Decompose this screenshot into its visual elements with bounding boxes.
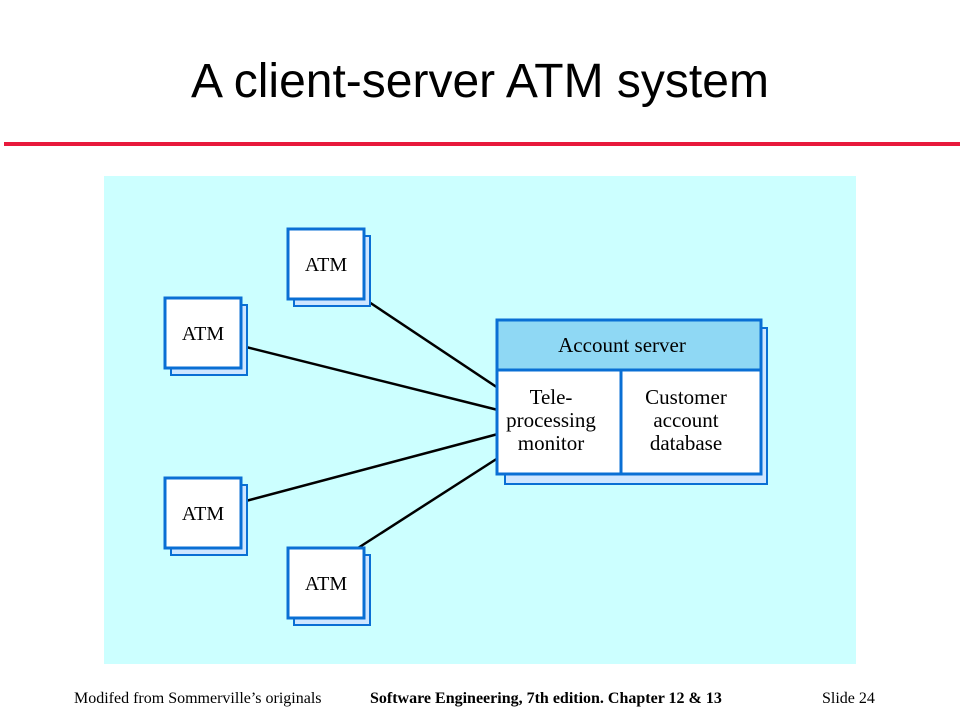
teleprocessing-line-2: processing [506, 408, 596, 432]
account-server-box: Account server Tele- processing monitor … [495, 318, 768, 485]
atm-box-lower-left: ATM [163, 476, 248, 556]
connection-lines [241, 298, 499, 550]
atm-label: ATM [182, 503, 224, 525]
database-line-2: account [653, 408, 718, 432]
slide-title: A client-server ATM system [191, 55, 769, 108]
footer-book-title: Software Engineering, 7th edition. Chapt… [370, 690, 722, 707]
atm-label: ATM [182, 323, 224, 345]
atm-box-top: ATM [286, 227, 371, 307]
customer-account-database-box [619, 368, 763, 476]
footer-source: Modifed from Sommerville’s originals [74, 690, 322, 707]
atm-label: ATM [305, 573, 347, 595]
database-line-3: database [650, 431, 722, 455]
title-divider [4, 142, 960, 146]
atm-box-bottom: ATM [286, 546, 371, 626]
footer-slide-number: Slide 24 [822, 690, 875, 707]
connection-line-atm-lower-left [241, 432, 499, 504]
account-server-label: Account server [558, 333, 686, 357]
connection-line-atm-upper-left [241, 344, 499, 412]
atm-box-upper-left: ATM [163, 296, 248, 376]
teleprocessing-monitor-box [495, 368, 623, 476]
connection-line-atm-bottom [357, 456, 499, 550]
database-line-1: Customer [645, 385, 727, 409]
connection-line-atm-top [365, 298, 499, 390]
teleprocessing-line-3: monitor [518, 431, 585, 455]
atm-label: ATM [305, 254, 347, 276]
teleprocessing-line-1: Tele- [530, 385, 573, 409]
